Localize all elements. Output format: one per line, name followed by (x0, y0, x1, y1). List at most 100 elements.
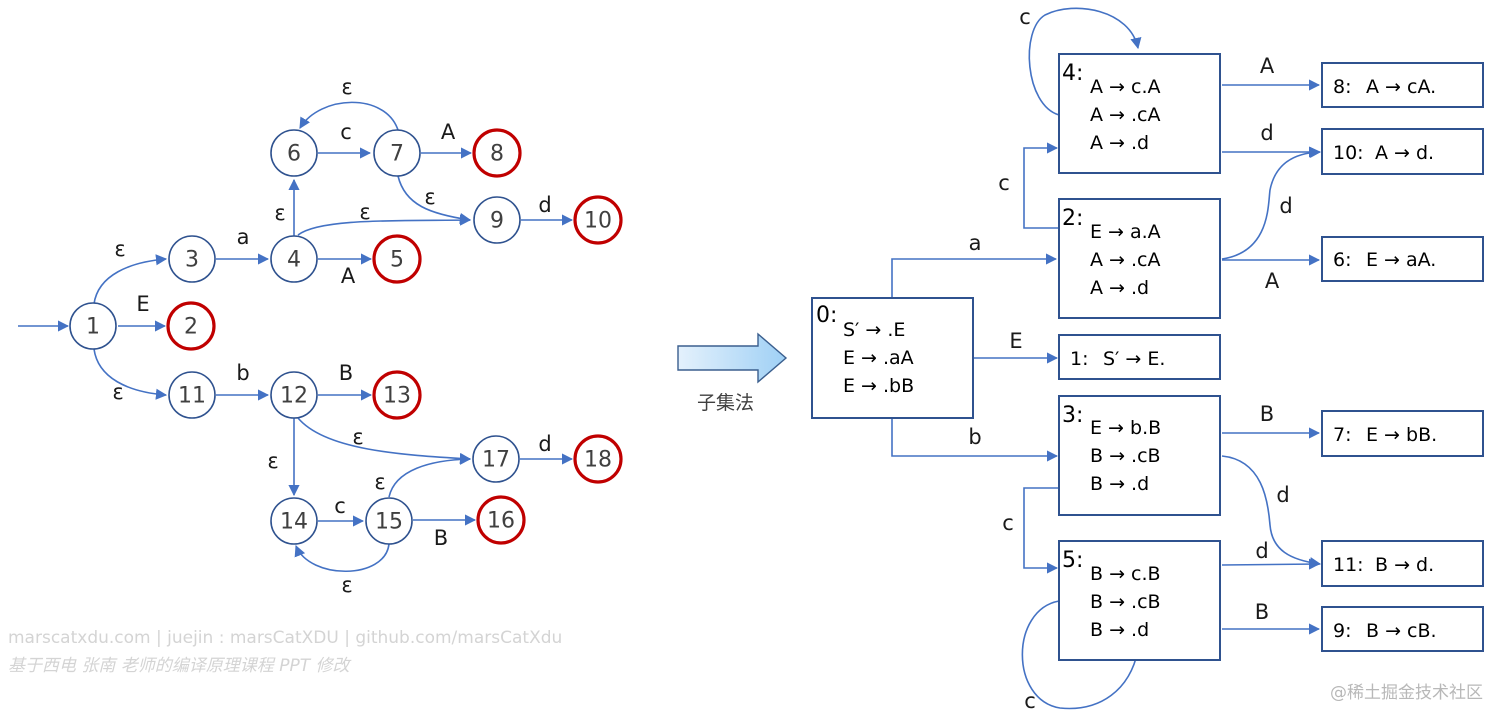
dfa-edge-3-11 (1221, 455, 1322, 569)
dfa-label-2-6: A (1265, 269, 1280, 293)
item: B → .d (1090, 619, 1149, 641)
item: E → aA. (1366, 249, 1436, 271)
state-box (811, 297, 974, 419)
watermark-credits: marscatxdu.com | juejin : marsCatXDU | g… (8, 628, 563, 648)
nfa-node-3[interactable]: 3 (168, 235, 216, 283)
state-box (1058, 540, 1221, 661)
state-id: 2: (1062, 206, 1083, 231)
dfa-edges (891, 7, 1322, 710)
nfa-edge-4-9 (297, 214, 472, 236)
state-label: 15 (375, 510, 403, 535)
state-label: 10 (584, 209, 612, 234)
dfa-label-4-8: A (1260, 54, 1275, 78)
nfa-edge-12-17 (297, 417, 472, 465)
dfa-label-3-5: c (1002, 511, 1014, 535)
nfa-edge-1-3 (93, 254, 168, 305)
nfa-node-16[interactable]: 16 (476, 495, 526, 545)
state-id: 1: (1070, 348, 1089, 370)
label-6-7: c (340, 120, 352, 144)
label-4-9: ε (359, 200, 370, 224)
state-box (1058, 395, 1221, 516)
dfa-edge-3-5 (1023, 487, 1059, 574)
label-14-15: c (334, 494, 346, 518)
nfa-node-13[interactable]: 13 (372, 370, 422, 420)
nfa-edge-7-6 (299, 101, 399, 131)
state-circle (373, 129, 421, 177)
state-circle (166, 301, 216, 351)
dfa-edge-0-3 (891, 418, 1059, 462)
nfa-node-18[interactable]: 18 (573, 434, 623, 484)
state-label: 5 (390, 248, 404, 273)
item: E → .bB (843, 375, 914, 397)
dfa-edge-5-5 (1021, 600, 1142, 710)
state-label: 9 (490, 209, 504, 234)
state-id: 8: (1333, 76, 1352, 98)
dfa-state-3[interactable]: 3: E → b.B B → .cB B → .d (1058, 395, 1221, 516)
dfa-state-6[interactable]: 6: E → aA. (1321, 236, 1484, 282)
item: E → .aA (843, 347, 914, 369)
dfa-label-5-9: B (1255, 600, 1269, 624)
dfa-label-2-10: d (1279, 194, 1292, 218)
state-id: 9: (1333, 620, 1352, 642)
dfa-state-4[interactable]: 4: A → c.A A → .cA A → .d (1058, 53, 1221, 174)
item: E → a.A (1090, 221, 1161, 243)
nfa-node-9[interactable]: 9 (473, 196, 521, 244)
item: B → cB. (1366, 620, 1437, 642)
dfa-edge-2-10 (1221, 146, 1322, 260)
nfa-node-1[interactable]: 1 (69, 302, 117, 350)
state-label: 3 (185, 248, 199, 273)
nfa-node-10[interactable]: 10 (573, 195, 623, 245)
state-id: 3: (1062, 403, 1083, 428)
nfa-node-6[interactable]: 6 (270, 129, 318, 177)
dfa-edge-4-4 (1028, 7, 1142, 116)
nfa-node-8[interactable]: 8 (472, 128, 522, 178)
nfa-node-7[interactable]: 7 (373, 129, 421, 177)
nfa-node-12[interactable]: 12 (270, 371, 318, 419)
nfa-node-15[interactable]: 15 (365, 497, 413, 545)
item: A → .d (1090, 277, 1149, 299)
item: S′ → .E (843, 319, 905, 341)
nfa-node-11[interactable]: 11 (168, 371, 216, 419)
dfa-edge-5-11 (1221, 558, 1321, 570)
state-circle (473, 196, 521, 244)
dfa-state-5[interactable]: 5: B → c.B B → .cB B → .d (1058, 540, 1221, 661)
dfa-state-11[interactable]: 11: B → d. (1321, 540, 1484, 587)
dfa-state-2[interactable]: 2: E → a.A A → .cA A → .d (1058, 198, 1221, 319)
dfa-label-3-11: d (1276, 483, 1289, 507)
dfa-edge-2-4 (1023, 142, 1059, 229)
dfa-state-1[interactable]: 1: S′ → E. (1058, 334, 1221, 380)
nfa-node-17[interactable]: 17 (472, 435, 520, 483)
state-circle (372, 370, 422, 420)
dfa-state-8[interactable]: 8: A → cA. (1321, 62, 1484, 108)
dfa-state-9[interactable]: 9: B → cB. (1321, 606, 1484, 652)
state-label: 2 (184, 315, 198, 340)
nfa-edge-1-11 (93, 348, 168, 400)
watermark-source: 基于西电 张南 老师的编译原理课程 PPT 修改 (8, 656, 350, 676)
dfa-states: 0: S′ → .E E → .aA E → .bB 1: S′ → E. 2:… (811, 53, 1484, 661)
state-circle (168, 371, 216, 419)
right-arrow-icon (677, 332, 788, 384)
label-1-2: E (136, 292, 149, 316)
state-label: 13 (383, 384, 411, 409)
item: A → cA. (1366, 76, 1436, 98)
state-label: 18 (584, 448, 612, 473)
state-label: 14 (280, 510, 308, 535)
dfa-state-7[interactable]: 7: E → bB. (1321, 410, 1484, 457)
label-15-17: ε (374, 470, 385, 494)
state-label: 1 (86, 315, 100, 340)
nfa-node-5[interactable]: 5 (372, 234, 422, 284)
item: B → .d (1090, 473, 1149, 495)
state-circle (476, 495, 526, 545)
item: B → .cB (1090, 445, 1161, 467)
dfa-state-10[interactable]: 10: A → d. (1321, 128, 1484, 175)
nfa-node-14[interactable]: 14 (270, 497, 318, 545)
item: A → .d (1090, 132, 1149, 154)
item: A → .cA (1090, 104, 1160, 126)
label-12-17: ε (352, 425, 363, 449)
nfa-node-2[interactable]: 2 (166, 301, 216, 351)
nfa-node-4[interactable]: 4 (270, 235, 318, 283)
dfa-state-0[interactable]: 0: S′ → .E E → .aA E → .bB (811, 297, 974, 419)
state-label: 11 (178, 384, 206, 409)
label-4-6: ε (274, 201, 285, 225)
